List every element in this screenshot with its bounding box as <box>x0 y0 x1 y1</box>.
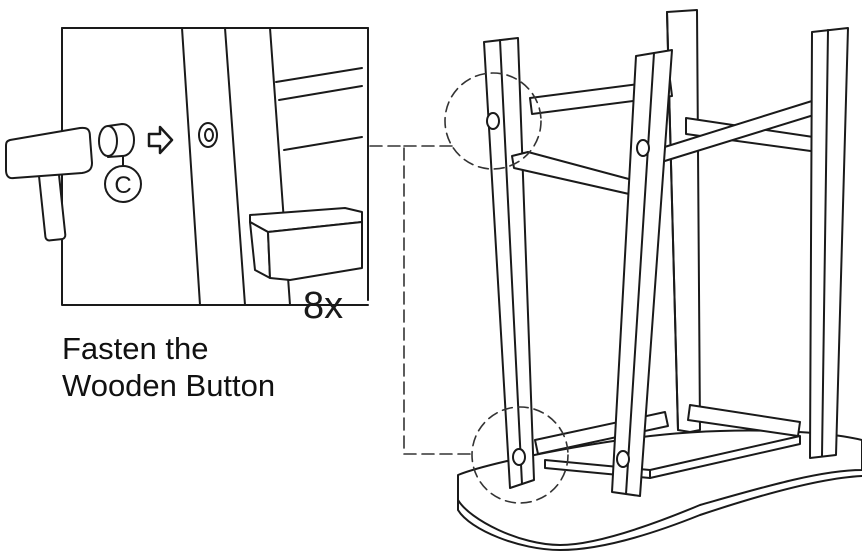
leg-front-left <box>483 37 535 489</box>
seat-slab <box>457 429 862 551</box>
hammer-icon <box>5 126 93 242</box>
wooden-button-hole <box>486 112 500 130</box>
part-label-circle <box>104 165 142 203</box>
hole-closeup <box>198 122 218 148</box>
callout-circles <box>444 72 569 504</box>
insert-arrow-icon <box>147 125 174 155</box>
callout-circle-upper <box>444 72 542 170</box>
wooden-button-hole <box>636 139 650 157</box>
caption-line-2: Wooden Button <box>62 368 276 403</box>
stool-assembly <box>457 9 862 551</box>
wooden-button-hole <box>616 450 630 468</box>
stretcher-closeup <box>249 207 363 281</box>
detail-inset: C 8x <box>5 27 369 327</box>
wooden-button-part <box>98 123 135 158</box>
wooden-button-hole <box>512 448 526 466</box>
part-label: C <box>114 172 131 199</box>
callout-circle-lower <box>471 406 569 504</box>
leg-right <box>809 27 849 459</box>
leg-front-center <box>611 49 673 497</box>
caption-line-1: Fasten the <box>62 331 209 366</box>
callout-connector <box>369 145 475 455</box>
rail-closeup <box>275 67 363 151</box>
back-leg-far <box>666 9 701 433</box>
instruction-caption: Fasten the Wooden Button <box>62 330 275 404</box>
inset-frame <box>61 27 369 306</box>
quantity-label: 8x <box>303 285 343 327</box>
